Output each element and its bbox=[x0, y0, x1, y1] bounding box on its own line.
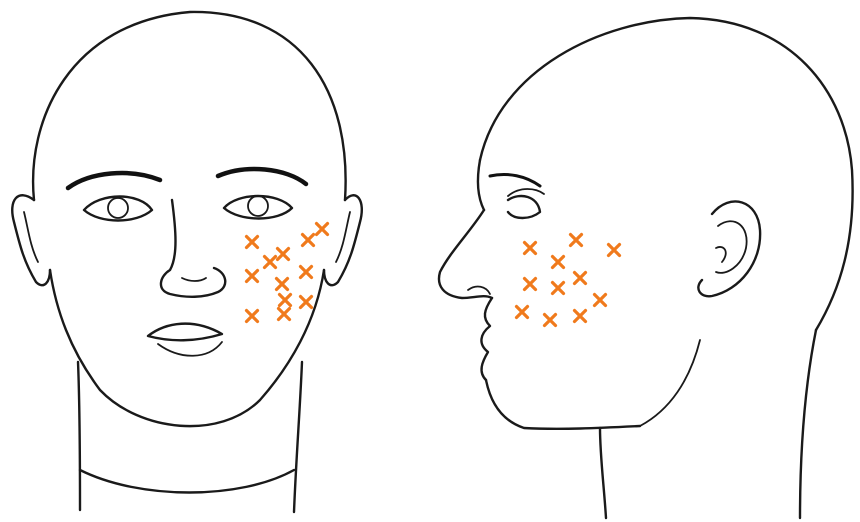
injection-point-marker bbox=[247, 237, 258, 248]
frontal-nose bbox=[161, 200, 225, 297]
frontal-head-outline bbox=[33, 12, 346, 200]
frontal-neck bbox=[78, 362, 302, 512]
injection-point-marker bbox=[301, 267, 312, 278]
injection-point-marker bbox=[280, 295, 291, 306]
profile-eye bbox=[508, 196, 540, 218]
profile-head-outline bbox=[480, 18, 853, 330]
profile-injection-markers bbox=[517, 235, 620, 326]
injection-point-marker bbox=[301, 297, 312, 308]
frontal-right-eyebrow bbox=[218, 169, 306, 184]
injection-point-marker bbox=[247, 271, 258, 282]
injection-point-marker bbox=[575, 311, 586, 322]
injection-point-marker bbox=[278, 249, 289, 260]
injection-point-marker bbox=[247, 311, 258, 322]
injection-point-marker bbox=[575, 273, 586, 284]
frontal-jaw bbox=[50, 270, 324, 426]
injection-point-marker bbox=[525, 243, 536, 254]
profile-head-illustration bbox=[439, 18, 853, 518]
injection-point-marker bbox=[571, 235, 582, 246]
injection-point-marker bbox=[525, 279, 536, 290]
frontal-mouth bbox=[148, 324, 222, 341]
injection-point-marker bbox=[277, 279, 288, 290]
profile-neck-front bbox=[600, 428, 606, 518]
frontal-left-eyebrow bbox=[68, 173, 160, 188]
injection-point-marker bbox=[595, 295, 606, 306]
frontal-left-eye bbox=[84, 197, 152, 221]
frontal-head-illustration bbox=[12, 12, 362, 512]
profile-lips bbox=[481, 298, 492, 380]
injection-point-marker bbox=[609, 245, 620, 256]
injection-point-marker bbox=[553, 257, 564, 268]
injection-point-marker bbox=[517, 307, 528, 318]
injection-point-marker bbox=[317, 224, 328, 235]
injection-point-marker bbox=[545, 315, 556, 326]
profile-neck-back bbox=[800, 330, 816, 518]
profile-forehead bbox=[478, 160, 484, 210]
injection-point-marker bbox=[303, 235, 314, 246]
injection-point-marker bbox=[265, 257, 276, 268]
profile-ear bbox=[698, 201, 760, 296]
profile-nose bbox=[439, 210, 492, 298]
injection-point-marker bbox=[279, 309, 290, 320]
profile-chin bbox=[486, 380, 640, 429]
injection-point-marker bbox=[553, 283, 564, 294]
